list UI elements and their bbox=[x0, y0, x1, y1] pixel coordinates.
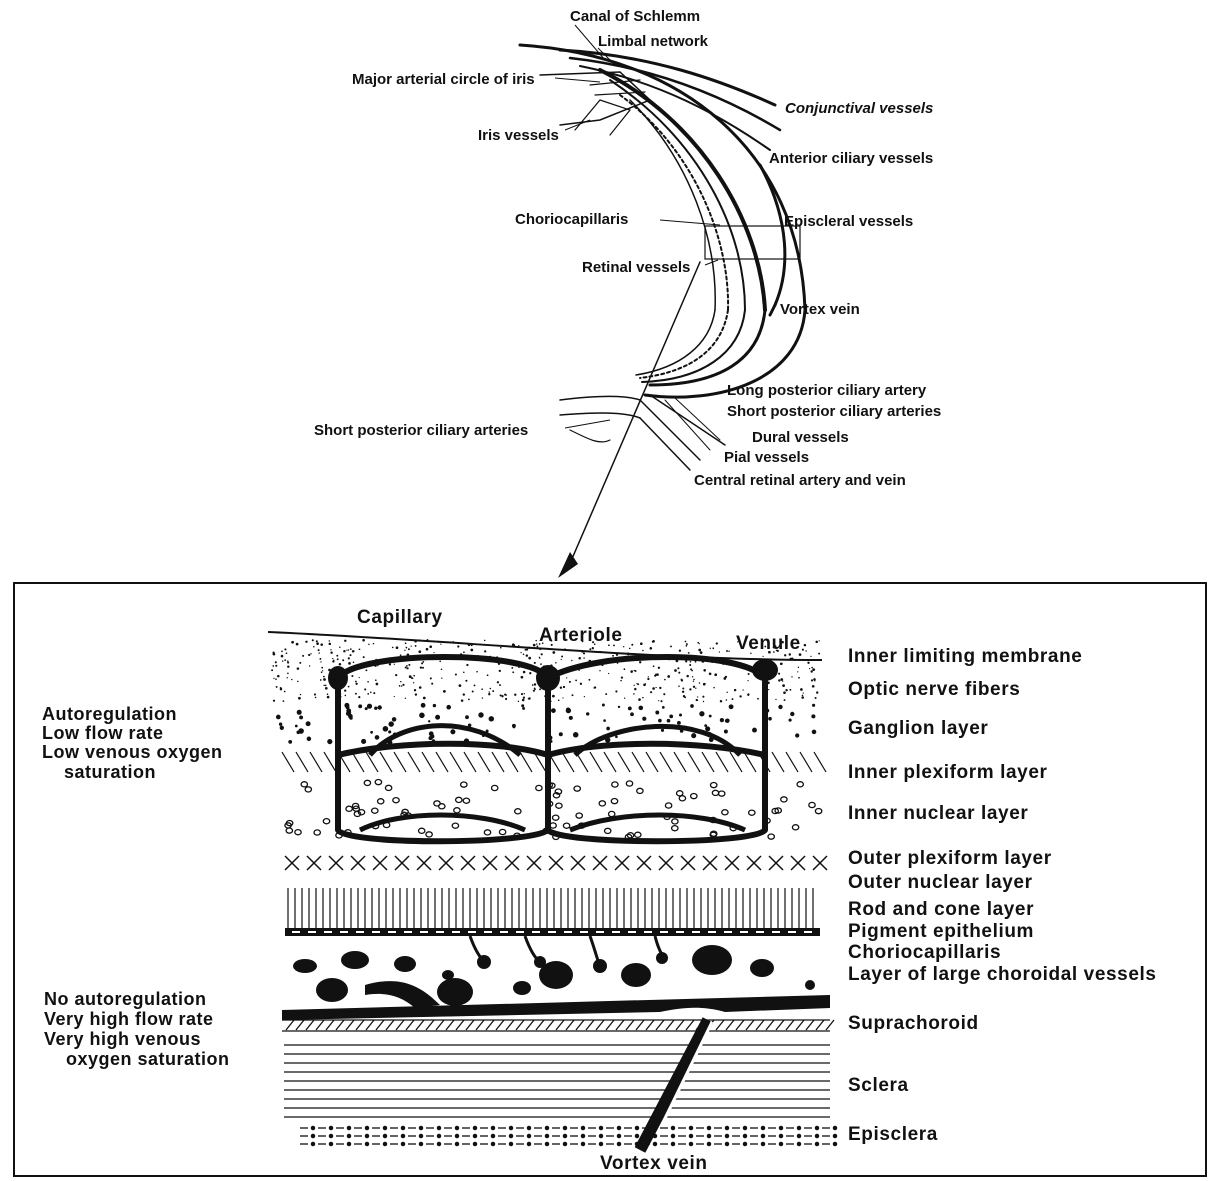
layer-label: Optic nerve fibers bbox=[848, 680, 1020, 699]
layer-label: Inner nuclear layer bbox=[848, 804, 1028, 823]
layer-label: Sclera bbox=[848, 1076, 909, 1095]
retinal-note: Low flow rate bbox=[42, 724, 164, 743]
choroidal-note: oxygen saturation bbox=[66, 1050, 230, 1069]
conjunctival-vessels-label: Conjunctival vessels bbox=[785, 101, 933, 116]
anterior-ciliary-vessels-label: Anterior ciliary vessels bbox=[769, 151, 933, 166]
choroidal-note: Very high venous bbox=[44, 1030, 201, 1049]
vortex-vein-section-label: Vortex vein bbox=[600, 1154, 708, 1173]
limbal-network-label: Limbal network bbox=[598, 34, 708, 49]
layer-label: Suprachoroid bbox=[848, 1014, 979, 1033]
layer-label: Episclera bbox=[848, 1125, 938, 1144]
major-arterial-circle-label: Major arterial circle of iris bbox=[352, 72, 535, 87]
retinal-note: saturation bbox=[64, 763, 156, 782]
venule-label: Venule bbox=[736, 634, 801, 653]
long-posterior-ciliary-artery-label: Long posterior ciliary artery bbox=[727, 383, 926, 398]
layer-label: Inner limiting membrane bbox=[848, 647, 1082, 666]
iris-vessels-label: Iris vessels bbox=[478, 128, 559, 143]
layer-label: Pigment epithelium bbox=[848, 922, 1034, 941]
layer-label: Outer nuclear layer bbox=[848, 873, 1033, 892]
eye-cross-section bbox=[520, 45, 805, 568]
short-posterior-ciliary-arteries-left-label: Short posterior ciliary arteries bbox=[314, 423, 528, 438]
vortex-vein-eye-label: Vortex vein bbox=[780, 302, 860, 317]
central-retinal-artery-vein-label: Central retinal artery and vein bbox=[694, 473, 906, 488]
choriocapillaris-eye-label: Choriocapillaris bbox=[515, 212, 628, 227]
choroidal-note: No autoregulation bbox=[44, 990, 207, 1009]
layer-label: Ganglion layer bbox=[848, 719, 988, 738]
pial-vessels-label: Pial vessels bbox=[724, 450, 809, 465]
retinal-note: Low venous oxygen bbox=[42, 743, 223, 762]
capillary-label: Capillary bbox=[357, 608, 443, 627]
arteriole-label: Arteriole bbox=[539, 626, 623, 645]
choroidal-note: Very high flow rate bbox=[44, 1010, 214, 1029]
retinal-vessels-label: Retinal vessels bbox=[582, 260, 690, 275]
layer-label: Outer plexiform layer bbox=[848, 849, 1052, 868]
short-posterior-ciliary-arteries-right-label: Short posterior ciliary arteries bbox=[727, 404, 941, 419]
layer-label: Rod and cone layer bbox=[848, 900, 1034, 919]
canal-of-schlemm-label: Canal of Schlemm bbox=[570, 9, 700, 24]
episcleral-vessels-label: Episcleral vessels bbox=[784, 214, 913, 229]
dural-vessels-label: Dural vessels bbox=[752, 430, 849, 445]
retinal-note: Autoregulation bbox=[42, 705, 177, 724]
layer-label: Choriocapillaris bbox=[848, 943, 1001, 962]
arrowhead-icon bbox=[558, 552, 578, 578]
layer-label: Inner plexiform layer bbox=[848, 763, 1048, 782]
layer-label: Layer of large choroidal vessels bbox=[848, 965, 1157, 984]
